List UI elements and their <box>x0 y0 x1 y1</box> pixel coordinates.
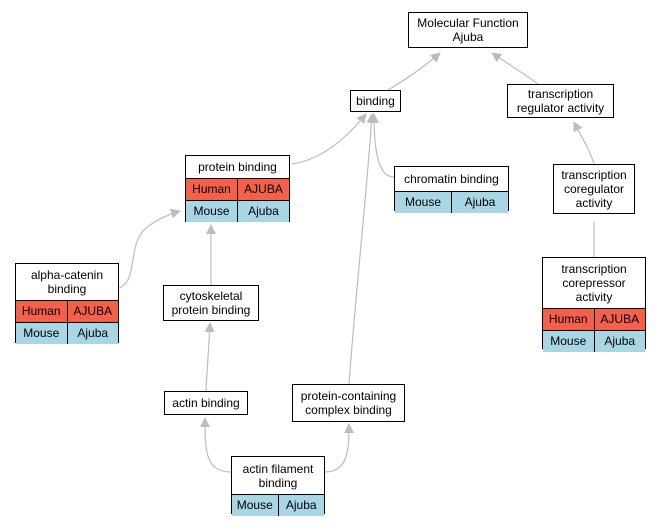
node-transcription-corepressor-activity[interactable]: transcription corepressor activity Human… <box>542 257 646 352</box>
node-title: binding <box>356 94 395 108</box>
node-title-line: transcription <box>561 262 627 276</box>
mouse-row: Mouse Ajuba <box>395 191 508 213</box>
edge-chromatin-binding-to-binding <box>369 113 395 178</box>
edge-binding-to-molecular-function <box>387 52 441 91</box>
node-title: actin filament binding <box>232 457 324 494</box>
node-protein-binding[interactable]: protein binding Human AJUBA Mouse Ajuba <box>185 155 290 222</box>
gene-label: AJUBA <box>593 309 646 330</box>
node-binding[interactable]: binding <box>350 90 401 112</box>
species-label: Mouse <box>404 195 442 209</box>
node-chromatin-binding[interactable]: chromatin binding Mouse Ajuba <box>394 166 509 213</box>
node-title-line: corepressor <box>562 276 626 290</box>
gene-label: AJUBA <box>66 301 119 322</box>
edge-actin-filament-to-actin-binding <box>200 417 232 473</box>
node-title: transcription corepressor activity <box>543 258 645 308</box>
edge-actin-filament-to-protein-complex <box>324 423 354 473</box>
mouse-row: Mouse Ajuba <box>232 494 324 516</box>
node-title: cytoskeletal <box>179 289 243 303</box>
node-title-line: activity <box>575 290 613 304</box>
edge-transcription-regulator-to-molecular-function <box>491 52 539 85</box>
node-title-line: alpha-catenin <box>30 268 104 282</box>
mouse-row: Mouse Ajuba <box>16 322 118 344</box>
node-title: regulator activity <box>516 101 605 115</box>
human-row: Human AJUBA <box>543 308 645 330</box>
node-subtitle: Ajuba <box>452 30 484 44</box>
edge-protein-binding-to-binding <box>291 113 367 165</box>
species-label: Mouse <box>236 498 273 512</box>
species-label: Human <box>21 304 61 318</box>
gene-label: Ajuba <box>66 323 119 344</box>
node-alpha-catenin-binding[interactable]: alpha-catenin binding Human AJUBA Mouse … <box>15 263 119 344</box>
node-title: protein-containing <box>300 389 397 403</box>
node-title-line: binding <box>47 282 87 296</box>
node-transcription-coregulator-activity[interactable]: transcription coregulator activity <box>553 164 635 214</box>
node-title: transcription <box>561 168 627 182</box>
node-actin-binding[interactable]: actin binding <box>164 391 248 415</box>
node-title: actin binding <box>172 396 240 410</box>
edge-protein-complex-to-binding <box>348 113 377 385</box>
node-protein-containing-complex-binding[interactable]: protein-containing complex binding <box>292 384 405 422</box>
human-row: Human AJUBA <box>186 178 289 200</box>
node-title: protein binding <box>198 160 277 174</box>
node-molecular-function[interactable]: Molecular Function Ajuba <box>408 12 528 48</box>
node-transcription-regulator-activity[interactable]: transcription regulator activity <box>507 84 614 118</box>
node-title: chromatin binding <box>404 172 499 186</box>
human-row: Human AJUBA <box>16 300 118 322</box>
mouse-row: Mouse Ajuba <box>186 200 289 222</box>
species-label: Mouse <box>23 326 60 340</box>
species-label: Mouse <box>550 334 587 348</box>
node-title: transcription <box>527 87 594 101</box>
gene-label: AJUBA <box>237 179 289 200</box>
node-title-line: actin filament <box>242 461 314 476</box>
edge-actin-binding-to-cytoskeletal <box>204 322 215 392</box>
edge-coregulator-to-regulator <box>573 121 595 165</box>
node-cytoskeletal-protein-binding[interactable]: cytoskeletal protein binding <box>163 285 259 321</box>
node-title: coregulator <box>563 182 625 196</box>
node-title: protein binding <box>171 303 251 317</box>
species-label: Human <box>192 182 231 196</box>
gene-label: Ajuba <box>277 495 325 516</box>
species-label: Human <box>548 312 588 326</box>
node-title: Molecular Function <box>417 16 519 30</box>
gene-label: Ajuba <box>451 192 508 213</box>
gene-label: Ajuba <box>593 331 646 352</box>
node-actin-filament-binding[interactable]: actin filament binding Mouse Ajuba <box>231 456 325 516</box>
node-title-line: binding <box>258 475 298 490</box>
node-title: complex binding <box>305 403 392 417</box>
node-title: alpha-catenin binding <box>16 264 118 300</box>
edge-alpha-catenin-to-protein-binding <box>118 208 181 289</box>
gene-label: Ajuba <box>237 201 289 222</box>
species-label: Mouse <box>193 204 230 218</box>
mouse-row: Mouse Ajuba <box>543 330 645 352</box>
node-title: activity <box>575 196 613 210</box>
